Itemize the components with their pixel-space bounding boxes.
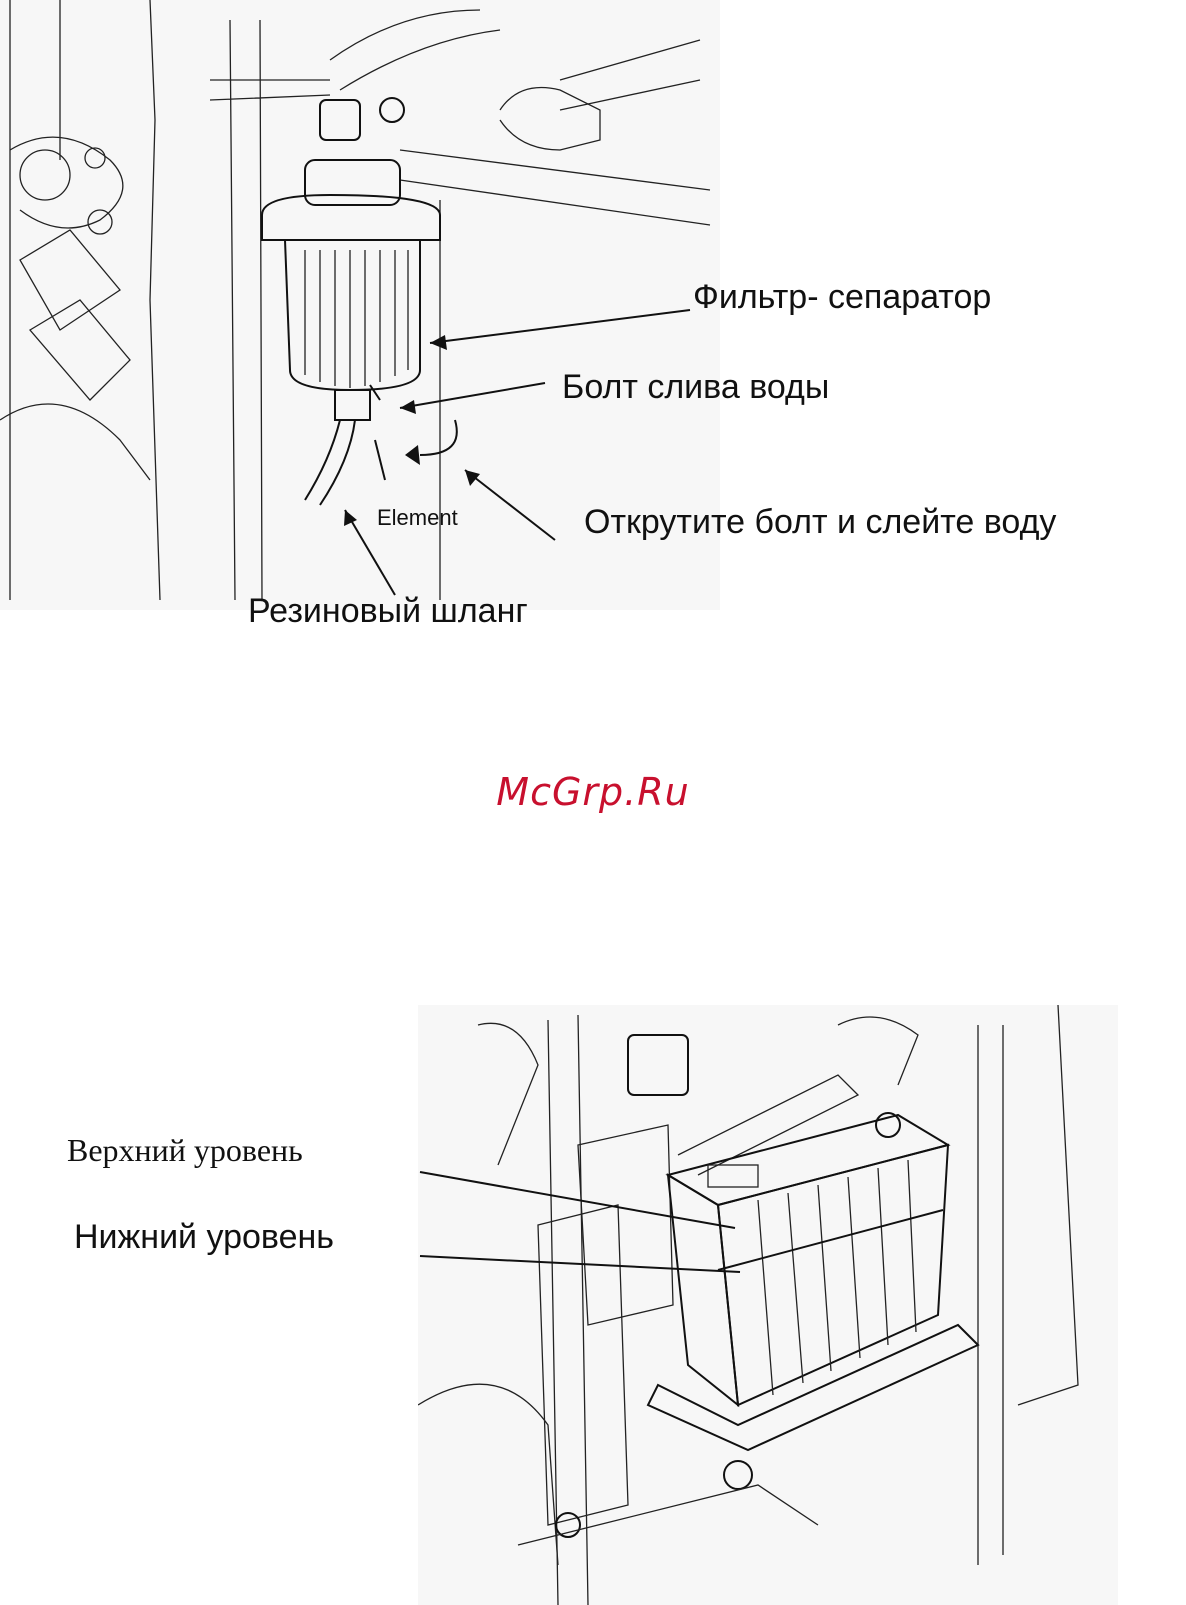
lower-level-label: Нижний уровень <box>74 1218 334 1257</box>
upper-level-label: Верхний уровень <box>67 1132 303 1169</box>
